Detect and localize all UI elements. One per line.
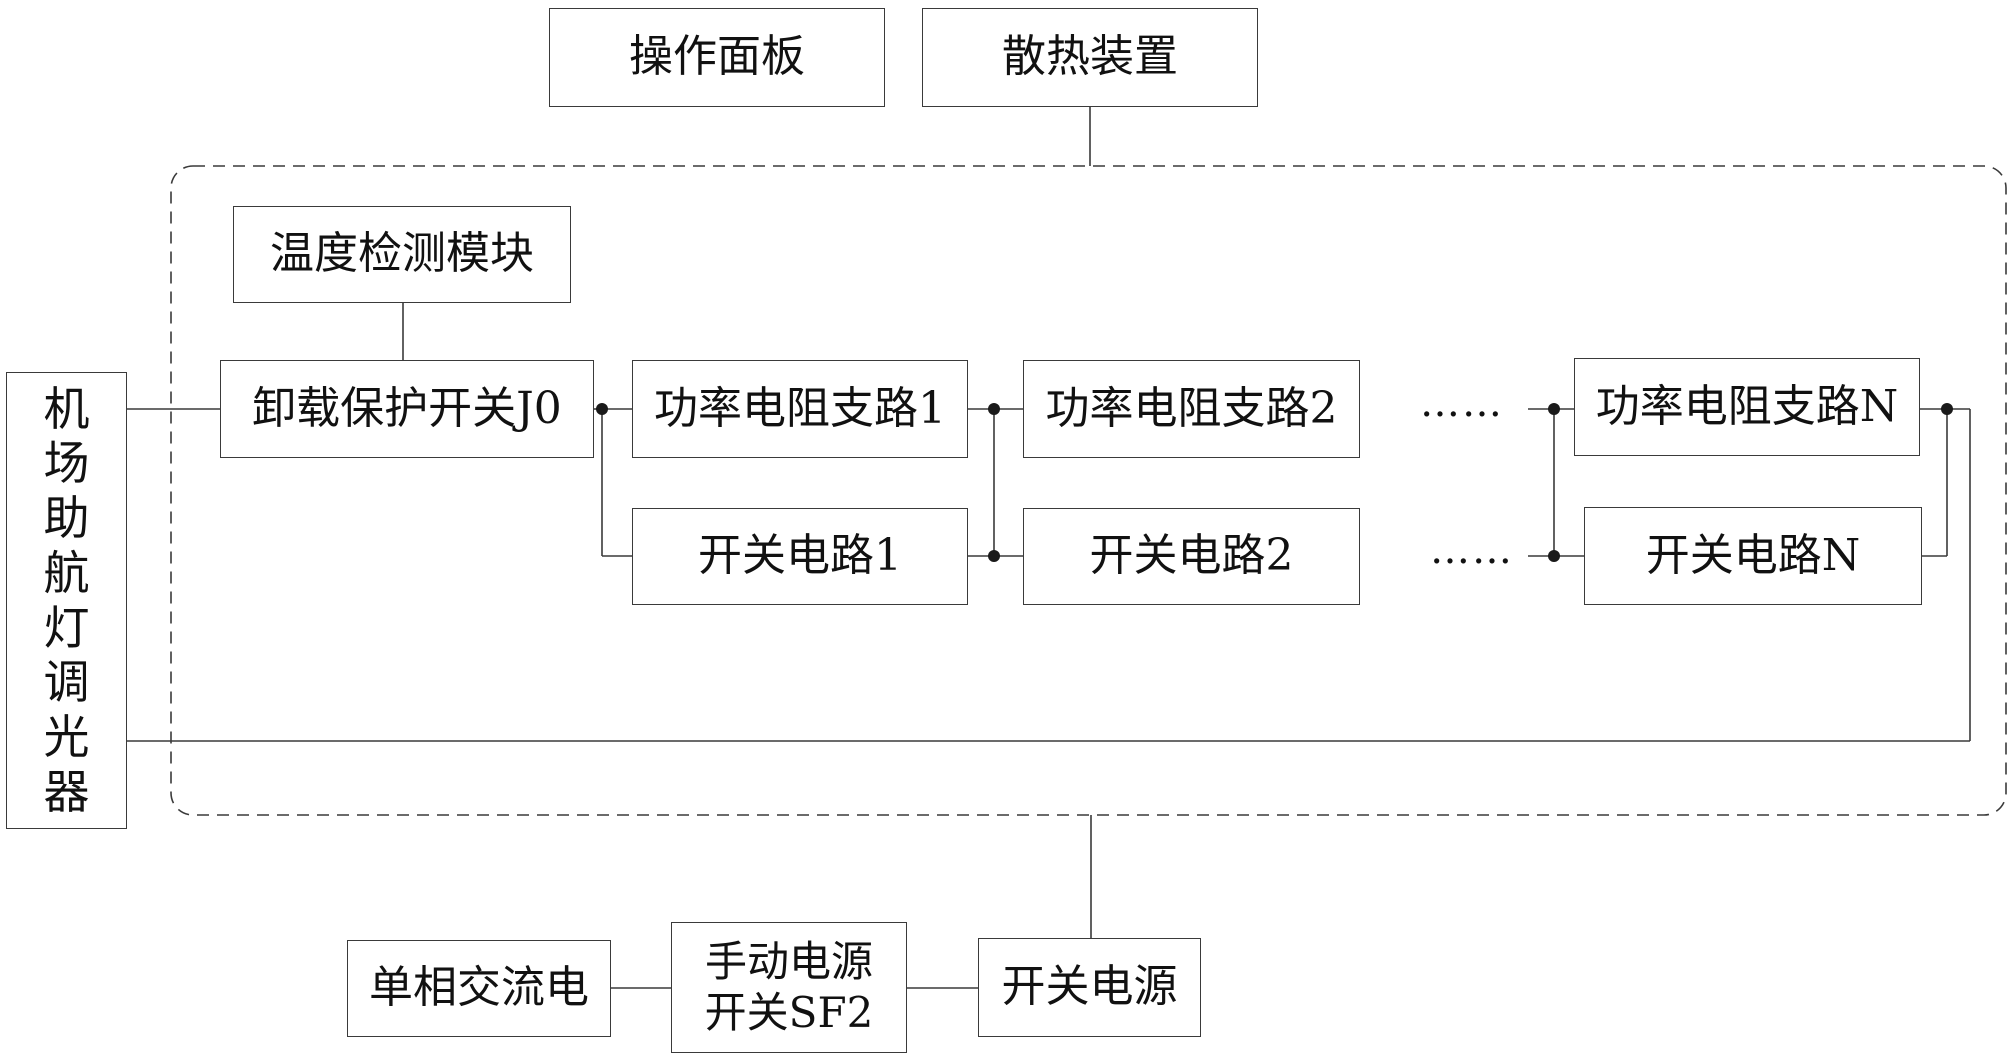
dimmer-char: 场 bbox=[44, 436, 90, 491]
power-resistor-branch-2-label: 功率电阻支路2 bbox=[1046, 384, 1338, 435]
dimmer-char: 机 bbox=[44, 382, 90, 437]
single-phase-ac-label: 单相交流电 bbox=[369, 963, 589, 1014]
switch-circuit-1-label: 开关电路1 bbox=[698, 531, 902, 582]
power-resistor-branch-1-label: 功率电阻支路1 bbox=[654, 384, 946, 435]
single-phase-ac-box: 单相交流电 bbox=[347, 940, 611, 1037]
junction-dot bbox=[988, 550, 1000, 562]
operation-panel-box: 操作面板 bbox=[549, 8, 885, 107]
junction-dot bbox=[1548, 550, 1560, 562]
ellipsis-bottom: …… bbox=[1430, 527, 1514, 573]
switch-circuit-1-box: 开关电路1 bbox=[632, 508, 968, 605]
dimmer-char: 助 bbox=[44, 491, 90, 546]
cooling-device-box: 散热装置 bbox=[922, 8, 1258, 107]
dimmer-char: 光 bbox=[44, 710, 90, 765]
operation-panel-label: 操作面板 bbox=[629, 32, 805, 83]
junction-dot bbox=[988, 403, 1000, 415]
switching-power-supply-label: 开关电源 bbox=[1002, 962, 1178, 1013]
dimmer-char: 灯 bbox=[44, 601, 90, 656]
power-resistor-branch-n-box: 功率电阻支路N bbox=[1574, 358, 1920, 456]
ellipsis-top: …… bbox=[1420, 380, 1504, 426]
temperature-detection-label: 温度检测模块 bbox=[270, 229, 534, 280]
unload-protection-switch-label: 卸载保护开关J0 bbox=[252, 384, 562, 435]
junction-dot bbox=[1548, 403, 1560, 415]
manual-power-switch-label-line1: 手动电源 bbox=[705, 937, 873, 987]
airport-nav-light-dimmer-box: 机 场 助 航 灯 调 光 器 bbox=[6, 372, 127, 829]
power-resistor-branch-1-box: 功率电阻支路1 bbox=[632, 360, 968, 458]
manual-power-switch-box: 手动电源 开关SF2 bbox=[671, 922, 907, 1053]
switch-circuit-2-label: 开关电路2 bbox=[1090, 531, 1294, 582]
power-resistor-branch-2-box: 功率电阻支路2 bbox=[1023, 360, 1360, 458]
dimmer-char: 调 bbox=[44, 655, 90, 710]
junction-dot bbox=[1941, 403, 1953, 415]
dimmer-char: 航 bbox=[44, 546, 90, 601]
temperature-detection-box: 温度检测模块 bbox=[233, 206, 571, 303]
unload-protection-switch-box: 卸载保护开关J0 bbox=[220, 360, 594, 458]
switch-circuit-n-box: 开关电路N bbox=[1584, 507, 1922, 605]
switch-circuit-n-label: 开关电路N bbox=[1646, 531, 1861, 582]
junction-dot bbox=[596, 403, 608, 415]
switch-circuit-2-box: 开关电路2 bbox=[1023, 508, 1360, 605]
dimmer-char: 器 bbox=[44, 765, 90, 820]
switching-power-supply-box: 开关电源 bbox=[978, 938, 1201, 1037]
power-resistor-branch-n-label: 功率电阻支路N bbox=[1596, 382, 1899, 433]
manual-power-switch-label-line2: 开关SF2 bbox=[705, 988, 874, 1038]
cooling-device-label: 散热装置 bbox=[1002, 32, 1178, 83]
